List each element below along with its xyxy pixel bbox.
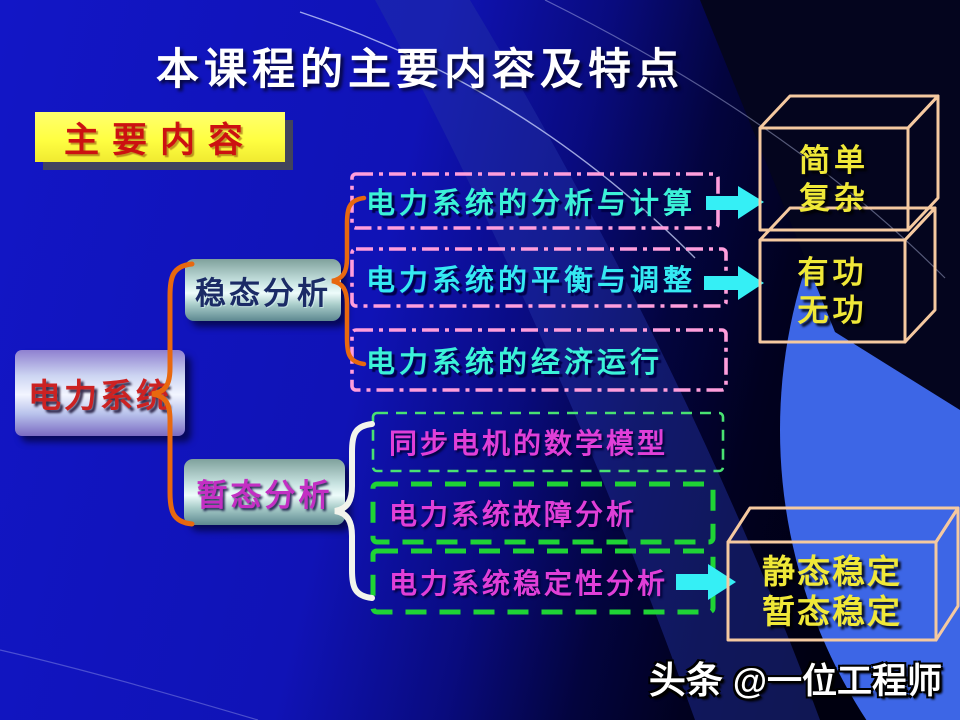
cube-line: 暂态稳定 — [762, 593, 902, 630]
slide-title: 本课程的主要内容及特点 — [156, 47, 684, 94]
cube-label-stability: 静态稳定 暂态稳定 — [728, 544, 936, 640]
cube-line: 复杂 — [799, 181, 869, 216]
node-steady-state-analysis: 稳态分析 — [185, 259, 341, 321]
watermark: 头条 @一位工程师 — [649, 650, 942, 704]
cube-line: 静态稳定 — [762, 552, 902, 590]
watermark-brand: 头条 — [648, 660, 723, 701]
section-badge: 主要内容 — [35, 112, 285, 162]
node-transient-analysis: 暂态分析 — [184, 459, 345, 525]
cube-label-active-reactive: 有功 无功 — [760, 242, 905, 342]
cube-line: 简单 — [799, 143, 869, 179]
node-power-system: 电力系统 — [15, 350, 185, 436]
watermark-handle: @一位工程师 — [732, 662, 942, 701]
topic-stability-analysis: 电力系统稳定性分析 — [389, 567, 669, 599]
topic-synchronous-machine-model: 同步电机的数学模型 — [389, 428, 669, 459]
topic-fault-analysis: 电力系统故障分析 — [389, 499, 638, 530]
background-thin-line-3 — [0, 649, 259, 720]
cube-label-simple-complex: 简单 复杂 — [760, 130, 908, 230]
topic-balance-adjustment: 电力系统的平衡与调整 — [366, 264, 697, 297]
cube-line: 无功 — [797, 293, 868, 328]
topic-economic-operation: 电力系统的经济运行 — [366, 347, 664, 379]
topic-analysis-calculation: 电力系统的分析与计算 — [366, 188, 697, 220]
cube-line: 有功 — [797, 255, 868, 291]
